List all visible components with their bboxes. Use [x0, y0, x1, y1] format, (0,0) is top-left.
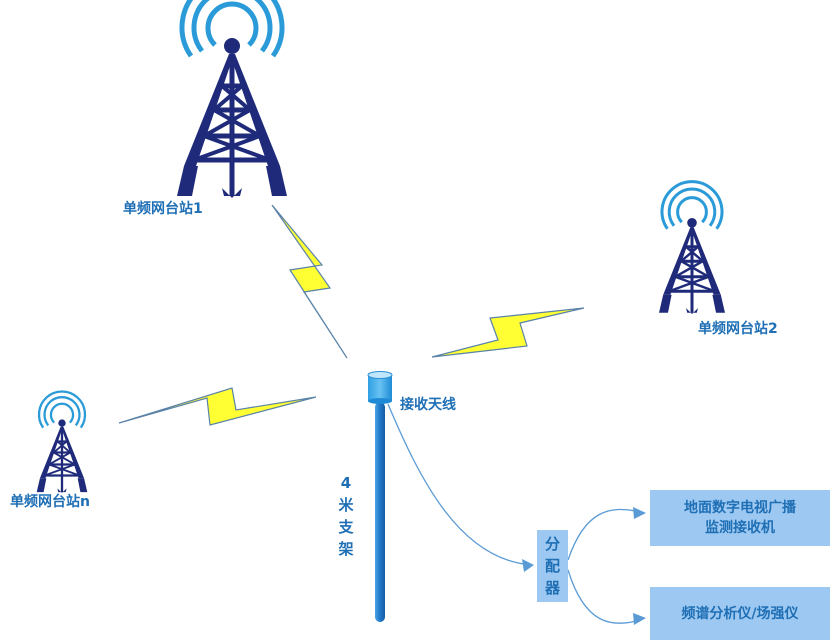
- cable-to-analyzer: [567, 569, 641, 624]
- mast-label: 4 米 支 架: [338, 474, 354, 558]
- tower-n-icon: [35, 390, 89, 495]
- signal-bolt-n: [118, 387, 317, 426]
- signal-bolt-1: [271, 204, 348, 359]
- receiver-box: 地面数字电视广播 监测接收机: [650, 490, 830, 546]
- arrowhead-analyzer: [633, 613, 646, 625]
- splitter-box: 分 配 器: [537, 530, 568, 602]
- cable-antenna-to-splitter: [387, 403, 533, 566]
- mast: [375, 402, 385, 622]
- arrowhead-receiver: [633, 507, 646, 519]
- station-n-label: 单频网台站n: [10, 494, 90, 510]
- tower-2-icon: [657, 180, 727, 316]
- tower-1-icon: [177, 0, 287, 198]
- arrowhead-splitter: [522, 559, 534, 572]
- analyzer-box: 频谱分析仪/场强仪: [650, 587, 830, 640]
- station-1-label: 单频网台站1: [123, 201, 203, 217]
- signal-bolt-2: [431, 307, 585, 358]
- receiving-antenna-icon: [367, 371, 393, 404]
- station-2-label: 单频网台站2: [698, 321, 778, 337]
- antenna-label: 接收天线: [400, 397, 456, 413]
- cable-to-receiver: [567, 508, 641, 561]
